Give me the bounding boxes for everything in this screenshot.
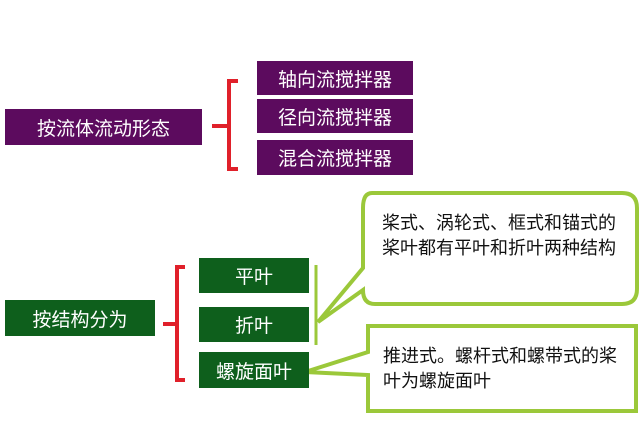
structure-item-helical: 螺旋面叶 — [199, 352, 309, 388]
structure-bracket — [163, 265, 185, 382]
structure-item-flat: 平叶 — [199, 258, 309, 293]
flow-item-radial: 径向流搅拌器 — [257, 99, 413, 133]
callout-2 — [304, 324, 638, 413]
structure-item-pitched: 折叶 — [199, 307, 309, 342]
callout-2-text: 推进式。螺杆式和螺带式的桨叶为螺旋面叶 — [383, 346, 617, 392]
structure-category-box: 按结构分为 — [5, 300, 155, 336]
callout-1 — [316, 191, 639, 324]
flow-item-mixed: 混合流搅拌器 — [257, 140, 413, 175]
flow-item-axial: 轴向流搅拌器 — [257, 61, 413, 95]
flow-category-box: 按流体流动形态 — [5, 109, 202, 145]
callout-1-text: 桨式、涡轮式、框式和锚式的桨叶都有平叶和折叶两种结构 — [382, 213, 616, 259]
flow-bracket — [212, 79, 238, 171]
